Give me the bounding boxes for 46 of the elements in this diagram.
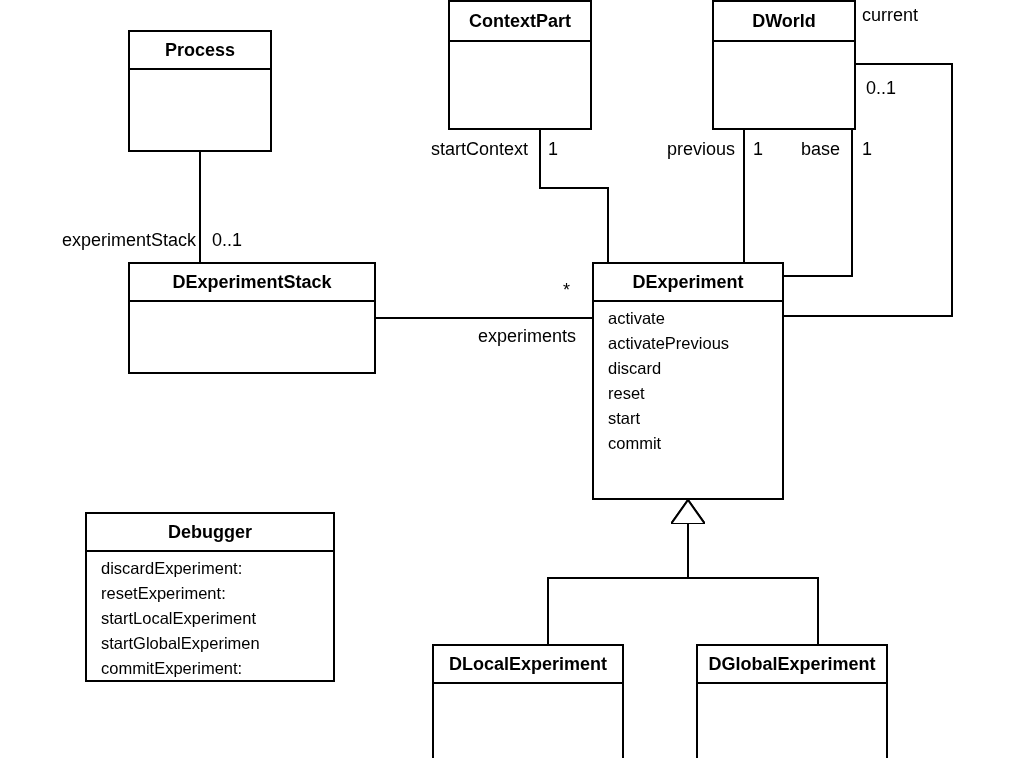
class-name: Process xyxy=(164,38,236,62)
method-name: discardExperiment: xyxy=(101,558,243,579)
class-name: DGlobalExperiment xyxy=(708,652,876,676)
method-name: commit xyxy=(608,433,662,454)
class-name: ContextPart xyxy=(469,9,571,33)
association-line xyxy=(539,129,609,263)
role-label: startContext xyxy=(430,138,528,161)
class-name: Debugger xyxy=(168,520,252,544)
multiplicity-label: 0..1 xyxy=(866,77,897,100)
role-label: experimentStack xyxy=(61,229,196,252)
class-box xyxy=(696,644,888,758)
class-box xyxy=(432,644,624,758)
association-line xyxy=(743,129,745,263)
role-label: previous xyxy=(666,138,735,161)
class-name: DWorld xyxy=(752,9,816,33)
method-name: activatePrevious xyxy=(608,333,730,354)
class-box xyxy=(85,512,335,682)
method-name: resetExperiment: xyxy=(101,583,226,604)
method-name: commitExperiment: xyxy=(101,658,243,679)
role-label: base xyxy=(800,138,840,161)
association-line xyxy=(375,317,593,319)
association-line xyxy=(199,151,201,263)
method-name: reset xyxy=(608,383,645,404)
class-box xyxy=(128,262,376,374)
association-line xyxy=(783,129,853,277)
class-box xyxy=(712,0,856,130)
method-name: startGlobalExperimen xyxy=(101,633,260,654)
class-name: DExperiment xyxy=(632,270,744,294)
class-box xyxy=(448,0,592,130)
role-label: current xyxy=(862,4,919,27)
multiplicity-label: 0..1 xyxy=(212,229,243,252)
inheritance-arrow xyxy=(670,499,819,645)
association-line xyxy=(783,63,953,317)
method-name: start xyxy=(608,408,641,429)
method-name: discard xyxy=(608,358,662,379)
class-name: DLocalExperiment xyxy=(448,652,607,676)
multiplicity-label: 1 xyxy=(753,138,763,161)
multiplicity-label: * xyxy=(563,279,570,302)
class-box xyxy=(592,262,784,500)
class-name: DExperimentStack xyxy=(172,270,332,294)
method-name: startLocalExperiment xyxy=(101,608,256,629)
multiplicity-label: 1 xyxy=(862,138,872,161)
multiplicity-label: 1 xyxy=(548,138,558,161)
role-label: experiments xyxy=(477,325,576,348)
method-name: activate xyxy=(608,308,665,329)
class-box xyxy=(128,30,272,152)
